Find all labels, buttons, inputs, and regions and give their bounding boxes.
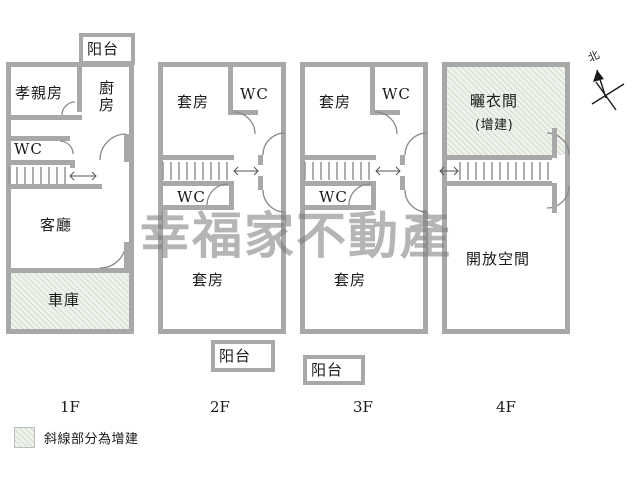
2f-wc-lower-jamb (229, 181, 234, 207)
2f-wc-partition-wall (228, 62, 233, 114)
3f-wc-lower-bottom-wall (300, 205, 376, 210)
1f-garage-fill (11, 271, 129, 329)
3f-corridor-jamb-bottom (400, 176, 405, 190)
2f-bathroom-lower-label: WC (177, 188, 206, 206)
3f-suite-lower-label: 套房 (334, 271, 367, 289)
2f-suite-lower-label: 套房 (192, 271, 225, 289)
4f-laundry-fill (447, 67, 565, 155)
floor-label-2f: 2F (210, 398, 230, 416)
3f-bathroom-lower-label: WC (319, 188, 348, 206)
1f-kitchen-label: 廚房 (97, 80, 115, 114)
2f-suite-upper-label: 套房 (177, 93, 210, 111)
legend-label: 斜線部分為增建 (44, 432, 139, 447)
3f-stair-bottom-wall (300, 181, 376, 186)
3f-balcony-label: 阳台 (311, 361, 344, 379)
1f-garage-top-wall (11, 268, 129, 273)
1f-living-room-label: 客廳 (40, 216, 73, 234)
1f-bathroom-label: WC (14, 140, 43, 158)
3f-stair-top-wall (300, 155, 376, 160)
3f-wc-lower-jamb (371, 181, 376, 207)
floor-label-1f: 1F (60, 398, 80, 416)
4f-laundry-room-note: (增建) (475, 118, 514, 133)
legend-swatch-addition (14, 427, 35, 448)
1f-kitchen-partition-wall (77, 62, 82, 112)
2f-wc-lower-bottom-wall (158, 205, 234, 210)
1f-filial-room-label: 孝親房 (15, 84, 64, 102)
compass-icon (591, 69, 625, 111)
1f-garage-label: 車庫 (48, 291, 81, 309)
3f-balcony-outline (303, 355, 365, 385)
legend: 斜線部分為增建 (14, 427, 139, 448)
4f-laundry-room-label: 曬衣間 (470, 92, 519, 110)
1f-filial-room-bottom-wall (6, 115, 82, 120)
2f-stair-top-wall (158, 155, 234, 160)
3f-corridor-jamb-top (400, 155, 405, 165)
1f-stair-landing-wall (6, 184, 102, 189)
4f-door-jamb-lower (552, 183, 557, 213)
4f-door-jamb-upper (552, 128, 557, 158)
1f-stair-stub-wall (70, 160, 75, 168)
1f-wc-top-wall (6, 136, 70, 141)
1f-living-door-jamb (124, 242, 129, 270)
2f-balcony-label: 阳台 (219, 347, 252, 365)
2f-bathroom-upper-label: WC (240, 85, 269, 103)
4f-stair-top-wall (442, 155, 552, 160)
2f-corridor-jamb-top (258, 155, 263, 165)
floor-label-4f: 4F (496, 398, 516, 416)
2f-corridor-jamb-bottom (258, 176, 263, 190)
3f-bathroom-upper-label: WC (382, 85, 411, 103)
floor-label-3f: 3F (353, 398, 373, 416)
1f-balcony-label: 阳台 (87, 40, 120, 58)
4f-stair-bottom-wall (442, 181, 552, 186)
2f-stair-bottom-wall (158, 181, 234, 186)
1f-kitchen-door-jamb (124, 134, 129, 162)
1f-wc-bottom-wall (6, 160, 70, 165)
3f-suite-upper-label: 套房 (319, 93, 352, 111)
2f-balcony-outline (211, 340, 275, 372)
4f-open-space-label: 開放空間 (466, 250, 531, 268)
3f-wc-partition-wall (370, 62, 375, 114)
